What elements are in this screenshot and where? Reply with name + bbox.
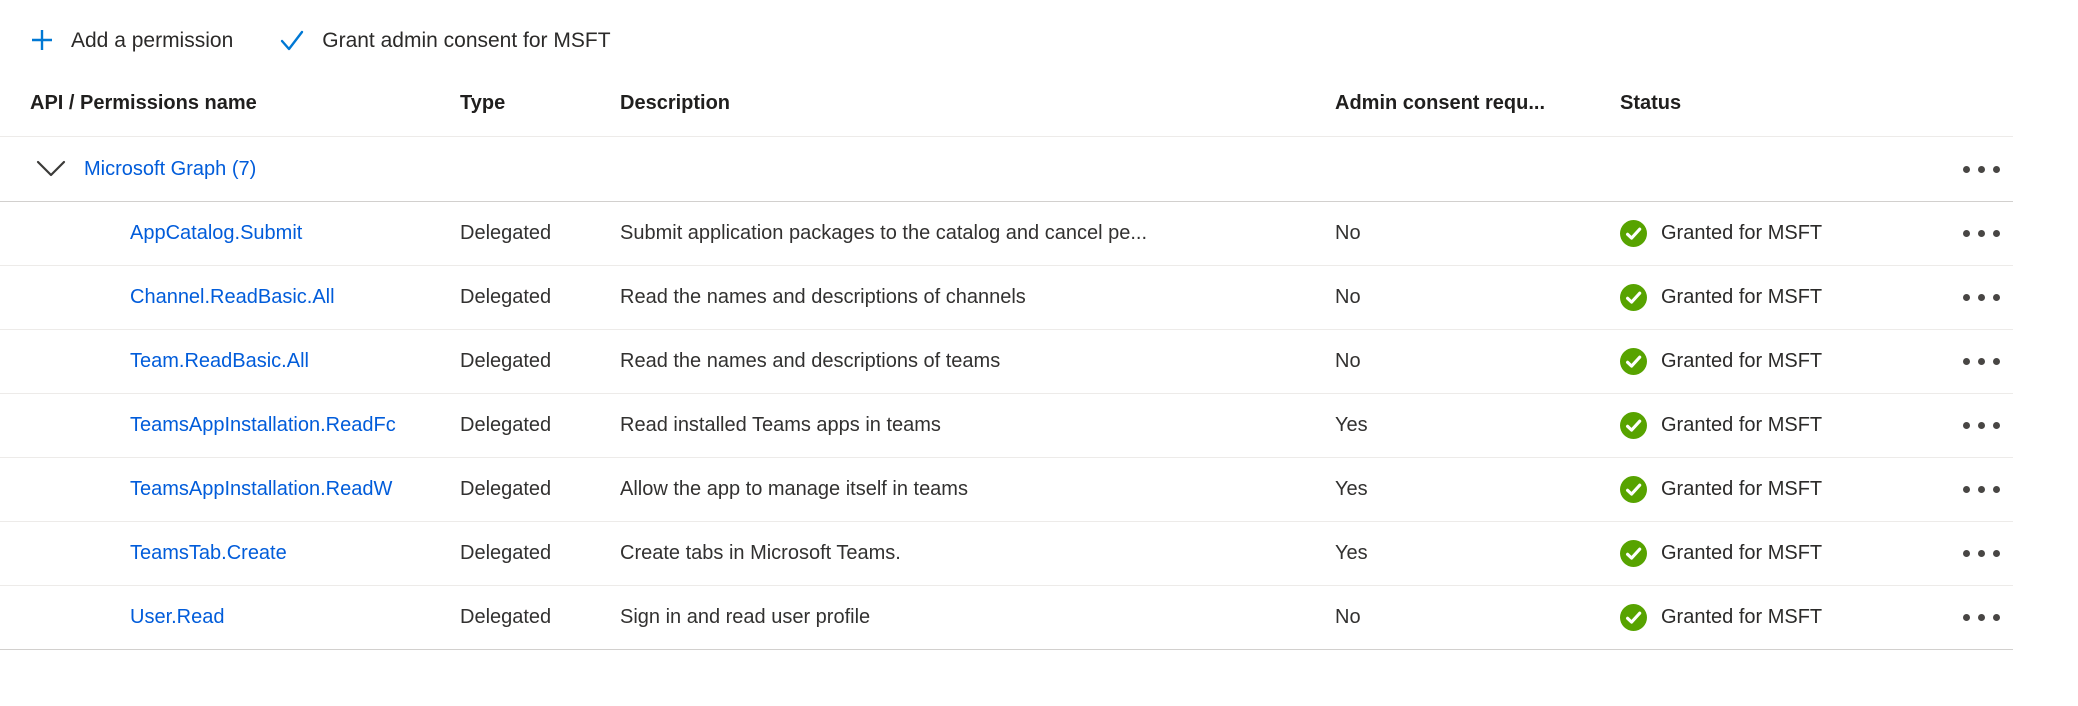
status-cell: Granted for MSFT — [1620, 412, 1950, 439]
permission-description: Submit application packages to the catal… — [620, 222, 1148, 244]
status-label: Granted for MSFT — [1661, 542, 1823, 564]
permission-name-link[interactable]: TeamsTab.Create — [130, 542, 287, 564]
table-row: AppCatalog.Submit Delegated Submit appli… — [0, 202, 2013, 266]
admin-consent-required-value: Yes — [1335, 414, 1368, 436]
granted-check-icon — [1620, 412, 1647, 439]
granted-check-icon — [1620, 348, 1647, 375]
status-cell: Granted for MSFT — [1620, 284, 1950, 311]
status-label: Granted for MSFT — [1661, 414, 1823, 436]
header-status: Status — [1620, 91, 1682, 114]
status-cell: Granted for MSFT — [1620, 476, 1950, 503]
permission-name-link[interactable]: Team.ReadBasic.All — [130, 350, 309, 372]
header-admin-consent-required: Admin consent requ... — [1335, 91, 1546, 114]
permission-type: Delegated — [460, 478, 552, 500]
permission-name-link[interactable]: TeamsAppInstallation.ReadW — [130, 478, 393, 500]
grant-admin-consent-button[interactable]: Grant admin consent for MSFT — [277, 26, 611, 54]
status-label: Granted for MSFT — [1661, 350, 1823, 372]
granted-check-icon — [1620, 476, 1647, 503]
row-menu-cell — [1950, 224, 2013, 243]
table-row: TeamsAppInstallation.ReadFc Delegated Re… — [0, 394, 2013, 458]
table-row: Channel.ReadBasic.All Delegated Read the… — [0, 266, 2013, 330]
permission-name-cell: TeamsAppInstallation.ReadW — [0, 478, 460, 501]
permission-name-link[interactable]: TeamsAppInstallation.ReadFc — [130, 414, 396, 436]
row-menu-cell — [1950, 416, 2013, 435]
permission-description: Allow the app to manage itself in teams — [620, 478, 968, 500]
group-name-cell: Microsoft Graph (7) — [0, 158, 460, 181]
permission-description: Read the names and descriptions of chann… — [620, 286, 1026, 308]
ellipsis-icon[interactable] — [1957, 160, 2006, 179]
row-menu-cell — [1950, 480, 2013, 499]
row-menu-cell — [1950, 288, 2013, 307]
status-label: Granted for MSFT — [1661, 606, 1823, 628]
ellipsis-icon[interactable] — [1957, 224, 2006, 243]
granted-check-icon — [1620, 540, 1647, 567]
permission-type: Delegated — [460, 286, 552, 308]
add-permission-button[interactable]: Add a permission — [28, 26, 233, 54]
permission-description: Read the names and descriptions of teams — [620, 350, 1001, 372]
status-label: Granted for MSFT — [1661, 222, 1823, 244]
group-microsoft-graph-link[interactable]: Microsoft Graph (7) — [84, 157, 257, 180]
permission-name-cell: TeamsTab.Create — [0, 542, 460, 565]
table-header-row: API / Permissions name Type Description … — [0, 70, 2013, 137]
ellipsis-icon[interactable] — [1957, 480, 2006, 499]
ellipsis-icon[interactable] — [1957, 608, 2006, 627]
table-row: User.Read Delegated Sign in and read use… — [0, 586, 2013, 650]
group-menu-cell — [1950, 160, 2013, 179]
toolbar: Add a permission Grant admin consent for… — [0, 0, 2078, 70]
granted-check-icon — [1620, 284, 1647, 311]
header-description: Description — [620, 91, 731, 114]
permission-name-cell: User.Read — [0, 606, 460, 629]
group-row-microsoft-graph: Microsoft Graph (7) — [0, 137, 2013, 202]
status-cell: Granted for MSFT — [1620, 604, 1950, 631]
permission-type: Delegated — [460, 606, 552, 628]
status-cell: Granted for MSFT — [1620, 220, 1950, 247]
add-permission-label: Add a permission — [71, 28, 234, 52]
permission-type: Delegated — [460, 414, 552, 436]
permission-description: Read installed Teams apps in teams — [620, 414, 941, 436]
permission-description: Create tabs in Microsoft Teams. — [620, 542, 901, 564]
table-row: Team.ReadBasic.All Delegated Read the na… — [0, 330, 2013, 394]
permissions-table: API / Permissions name Type Description … — [0, 70, 2013, 650]
status-label: Granted for MSFT — [1661, 286, 1823, 308]
header-type: Type — [460, 91, 506, 114]
permission-name-link[interactable]: Channel.ReadBasic.All — [130, 286, 335, 308]
ellipsis-icon[interactable] — [1957, 544, 2006, 563]
chevron-down-icon[interactable] — [36, 160, 66, 178]
row-menu-cell — [1950, 608, 2013, 627]
permission-name-link[interactable]: User.Read — [130, 606, 225, 628]
ellipsis-icon[interactable] — [1957, 416, 2006, 435]
plus-icon — [28, 26, 56, 54]
status-cell: Granted for MSFT — [1620, 348, 1950, 375]
table-body: AppCatalog.Submit Delegated Submit appli… — [0, 202, 2013, 650]
ellipsis-icon[interactable] — [1957, 352, 2006, 371]
admin-consent-required-value: No — [1335, 286, 1361, 308]
permission-description: Sign in and read user profile — [620, 606, 871, 628]
status-cell: Granted for MSFT — [1620, 540, 1950, 567]
check-icon — [277, 26, 307, 54]
admin-consent-required-value: No — [1335, 222, 1361, 244]
permission-type: Delegated — [460, 350, 552, 372]
granted-check-icon — [1620, 220, 1647, 247]
admin-consent-required-value: Yes — [1335, 542, 1368, 564]
admin-consent-required-value: No — [1335, 606, 1361, 628]
header-api-permissions-name: API / Permissions name — [30, 91, 257, 114]
admin-consent-required-value: Yes — [1335, 478, 1368, 500]
status-label: Granted for MSFT — [1661, 478, 1823, 500]
permission-name-cell: TeamsAppInstallation.ReadFc — [0, 414, 460, 437]
table-row: TeamsTab.Create Delegated Create tabs in… — [0, 522, 2013, 586]
permission-name-cell: AppCatalog.Submit — [0, 222, 460, 245]
row-menu-cell — [1950, 352, 2013, 371]
row-menu-cell — [1950, 544, 2013, 563]
granted-check-icon — [1620, 604, 1647, 631]
permission-name-cell: Channel.ReadBasic.All — [0, 286, 460, 309]
table-row: TeamsAppInstallation.ReadW Delegated All… — [0, 458, 2013, 522]
permission-type: Delegated — [460, 222, 552, 244]
ellipsis-icon[interactable] — [1957, 288, 2006, 307]
grant-admin-consent-label: Grant admin consent for MSFT — [322, 28, 611, 52]
permission-type: Delegated — [460, 542, 552, 564]
permission-name-cell: Team.ReadBasic.All — [0, 350, 460, 373]
permission-name-link[interactable]: AppCatalog.Submit — [130, 222, 303, 244]
admin-consent-required-value: No — [1335, 350, 1361, 372]
